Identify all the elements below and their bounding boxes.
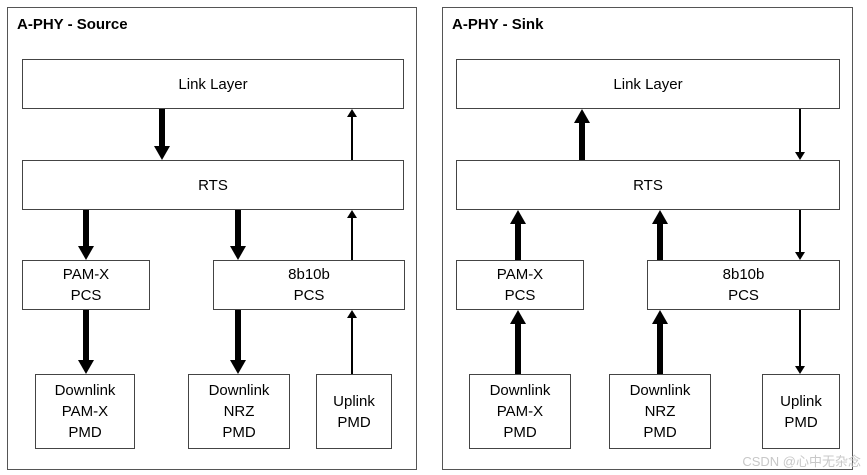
source-downlink-nrz-pmd-box: Downlink NRZ PMD: [188, 374, 290, 449]
source-link-layer-label: Link Layer: [178, 75, 248, 93]
source-panel-title: A-PHY - Source: [17, 16, 128, 33]
sink-downlink-nrz-pmd-line2: NRZ: [644, 403, 676, 420]
sink-link-layer-box: Link Layer: [456, 59, 840, 109]
sink-8b10b-pcs-line1: 8b10b: [722, 266, 765, 283]
source-downlink-nrz-pmd-line1: Downlink: [208, 382, 270, 399]
source-downlink-pamx-pmd-line3: PMD: [68, 424, 102, 441]
source-8b10b-pcs-box: 8b10b PCS: [213, 260, 405, 310]
sink-downlink-pamx-pmd-line2: PAM-X: [496, 403, 544, 420]
sink-pamx-pcs-box: PAM-X PCS: [456, 260, 584, 310]
sink-pamx-pcs-line1: PAM-X: [496, 266, 544, 283]
sink-rts-box: RTS: [456, 160, 840, 210]
source-uplink-to-8b10b-arrow: [347, 310, 357, 374]
source-rts-label: RTS: [198, 176, 228, 194]
source-pamx-to-downlink-pamx-arrow: [78, 310, 94, 374]
sink-uplink-pmd-box: Uplink PMD: [762, 374, 840, 449]
source-uplink-pmd-line2: PMD: [337, 413, 371, 431]
source-downlink-pamx-pmd-line1: Downlink: [54, 382, 116, 399]
source-downlink-pamx-pmd-box: Downlink PAM-X PMD: [35, 374, 135, 449]
source-8b10b-to-downlink-nrz-arrow: [230, 310, 246, 374]
sink-downlink-pamx-pmd-line1: Downlink: [489, 382, 551, 399]
source-pamx-pcs-box: PAM-X PCS: [22, 260, 150, 310]
sink-link-to-rts-arrow: [795, 109, 805, 160]
source-rts-to-pamx-arrow: [78, 210, 94, 260]
sink-downlink-nrz-to-8b10b-arrow: [652, 310, 668, 374]
sink-rts-to-link-arrow: [574, 109, 590, 160]
source-downlink-pamx-pmd-line2: PAM-X: [61, 403, 109, 420]
source-pamx-pcs-line2: PCS: [70, 287, 102, 304]
sink-link-layer-label: Link Layer: [613, 75, 683, 93]
sink-downlink-nrz-pmd-box: Downlink NRZ PMD: [609, 374, 711, 449]
sink-rts-to-8b10b-arrow: [795, 210, 805, 260]
sink-downlink-pamx-to-pamx-arrow: [510, 310, 526, 374]
sink-downlink-pamx-pmd-box: Downlink PAM-X PMD: [469, 374, 571, 449]
sink-8b10b-pcs-box: 8b10b PCS: [647, 260, 840, 310]
sink-rts-label: RTS: [633, 176, 663, 194]
source-link-layer-box: Link Layer: [22, 59, 404, 109]
source-8b10b-to-rts-arrow: [347, 210, 357, 260]
sink-downlink-pamx-pmd-line3: PMD: [503, 424, 537, 441]
sink-pamx-pcs-line2: PCS: [504, 287, 536, 304]
source-rts-to-link-arrow: [347, 109, 357, 160]
sink-panel-title: A-PHY - Sink: [452, 16, 544, 33]
watermark: CSDN @心中无杂念: [742, 454, 861, 469]
source-link-to-rts-arrow: [154, 109, 170, 160]
sink-8b10b-pcs-line2: PCS: [728, 287, 759, 304]
source-rts-box: RTS: [22, 160, 404, 210]
sink-downlink-nrz-pmd-line3: PMD: [643, 424, 677, 441]
sink-8b10b-to-rts-arrow: [652, 210, 668, 260]
sink-pamx-to-rts-arrow: [510, 210, 526, 260]
source-uplink-pmd-line1: Uplink: [333, 392, 375, 410]
sink-downlink-nrz-pmd-line1: Downlink: [629, 382, 691, 399]
sink-8b10b-to-uplink-arrow: [795, 310, 805, 374]
source-8b10b-pcs-line1: 8b10b: [288, 266, 330, 283]
source-downlink-nrz-pmd-line3: PMD: [222, 424, 256, 441]
source-uplink-pmd-box: Uplink PMD: [316, 374, 392, 449]
source-8b10b-pcs-line2: PCS: [293, 287, 325, 304]
source-downlink-nrz-pmd-line2: NRZ: [223, 403, 255, 420]
source-rts-to-8b10b-arrow: [230, 210, 246, 260]
source-pamx-pcs-line1: PAM-X: [62, 266, 110, 283]
sink-uplink-pmd-line2: PMD: [784, 413, 818, 431]
sink-uplink-pmd-line1: Uplink: [780, 392, 822, 410]
